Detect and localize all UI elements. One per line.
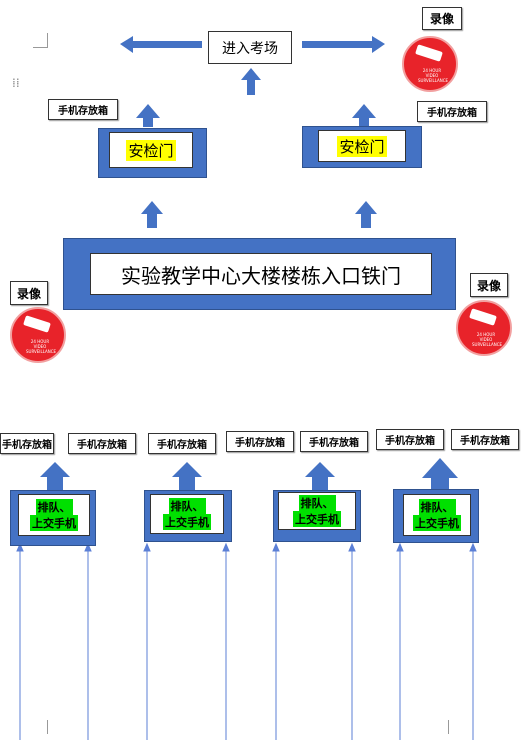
camera-text-line3: SURVEILLANCE [472, 342, 503, 347]
security-gate-left-label: 安检门 [126, 139, 176, 161]
camera-text-line1: 24 HOUR [30, 339, 50, 344]
phone-storage-label: 手机存放箱 [376, 429, 444, 450]
record-label-top-right: 录像 [422, 7, 462, 30]
queue-box-line1: 排队、 [35, 499, 73, 515]
arrow-up-right-main [355, 201, 377, 228]
arrow-up-queue-1 [40, 462, 70, 490]
arrow-left-to-exit [120, 36, 202, 53]
arrow-right-to-exit [302, 36, 385, 53]
queue-box-line2: 上交手机 [163, 514, 211, 530]
record-label-left: 录像 [10, 281, 48, 305]
queue-box-3-inner: 排队、 上交手机 [278, 492, 356, 530]
queue-box-1-inner: 排队、 上交手机 [18, 494, 90, 536]
queue-box-line2: 上交手机 [293, 511, 341, 527]
main-gate-label: 实验教学中心大楼楼栋入口铁门 [121, 263, 401, 288]
arrow-up-queue-3 [305, 462, 335, 490]
arrow-up-queue-2 [172, 462, 202, 490]
arrow-up-queue-4 [422, 458, 458, 492]
drag-handle-icon[interactable]: ⁞⁞ [12, 76, 20, 90]
security-gate-right-label: 安检门 [337, 135, 387, 157]
enter-exam-room-box: 进入考场 [208, 31, 292, 64]
camera-text-line1: 24 HOUR [476, 332, 496, 337]
queue-box-line2: 上交手机 [30, 515, 78, 531]
camera-text-line2: VIDEO [425, 73, 439, 78]
phone-storage-label-right: 手机存放箱 [417, 101, 487, 122]
corner-mark-top-left [33, 33, 48, 48]
record-label-right: 录像 [470, 273, 508, 297]
arrow-up-to-exam-room [241, 68, 261, 95]
camera-text-line3: SURVEILLANCE [26, 349, 57, 354]
queue-box-line2: 上交手机 [413, 515, 461, 531]
phone-storage-label: 手机存放箱 [451, 429, 519, 450]
surveillance-camera-icon-top-right: 24 HOUR VIDEO SURVEILLANCE [402, 36, 458, 92]
camera-text-line2: VIDEO [33, 344, 47, 349]
camera-text-line3: SURVEILLANCE [418, 78, 449, 83]
phone-storage-label: 手机存放箱 [0, 433, 54, 454]
arrow-up-left-gate [136, 104, 160, 127]
arrow-up-left-main [141, 201, 163, 228]
phone-storage-label: 手机存放箱 [226, 431, 294, 452]
main-gate-inner: 实验教学中心大楼楼栋入口铁门 [90, 253, 432, 295]
surveillance-camera-icon-left: 24 HOUR VIDEO SURVEILLANCE [10, 307, 66, 363]
phone-storage-label: 手机存放箱 [300, 431, 368, 452]
security-gate-right-inner: 安检门 [318, 130, 406, 162]
camera-text-line1: 24 HOUR [422, 68, 442, 73]
phone-storage-label: 手机存放箱 [68, 433, 136, 454]
phone-storage-label-left: 手机存放箱 [48, 99, 118, 120]
arrow-up-right-gate [352, 104, 376, 126]
corner-mark-bottom-right [448, 720, 463, 734]
phone-storage-label: 手机存放箱 [148, 433, 216, 454]
queue-box-line1: 排队、 [168, 498, 206, 514]
queue-box-line1: 排队、 [298, 495, 336, 511]
camera-text-line2: VIDEO [479, 337, 493, 342]
queue-box-line1: 排队、 [418, 499, 456, 515]
queue-box-4-inner: 排队、 上交手机 [403, 494, 471, 536]
security-gate-left-inner: 安检门 [109, 132, 193, 168]
queue-box-2-inner: 排队、 上交手机 [150, 494, 224, 534]
corner-mark-bottom-left [33, 720, 48, 734]
surveillance-camera-icon-right: 24 HOUR VIDEO SURVEILLANCE [456, 300, 512, 356]
